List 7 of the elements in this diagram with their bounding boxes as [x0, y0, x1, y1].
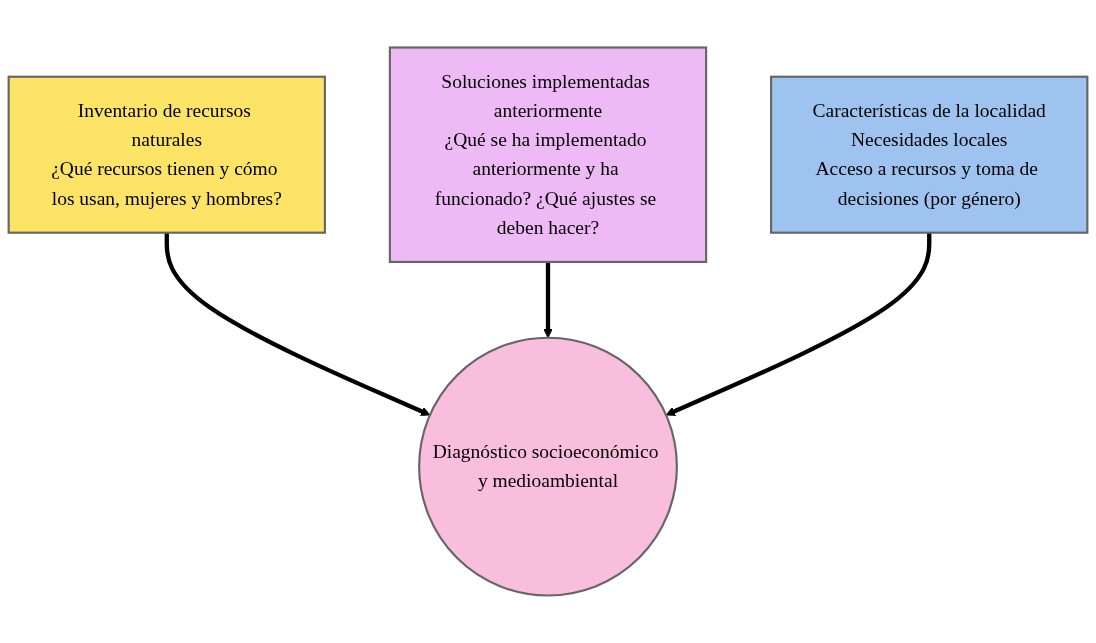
- node-circle: Diagnóstico socioeconómico y medioambiental: [418, 336, 678, 597]
- arrow: [543, 261, 553, 339]
- node-box: Soluciones implementadas anteriormente ¿Qué se ha implementado anteriormente y ha funcionado? ¿Qué ajustes se deben hacer?: [388, 46, 708, 263]
- arrow: [164, 232, 431, 416]
- arrow: [665, 232, 932, 416]
- node-box: Inventario de recursos naturales ¿Qué recursos tienen y cómo los usan, mujeres y hombres?: [7, 75, 326, 234]
- node-box: Características de la localidad Necesidades locales Acceso a recursos y toma de decisiones (por género): [770, 75, 1089, 234]
